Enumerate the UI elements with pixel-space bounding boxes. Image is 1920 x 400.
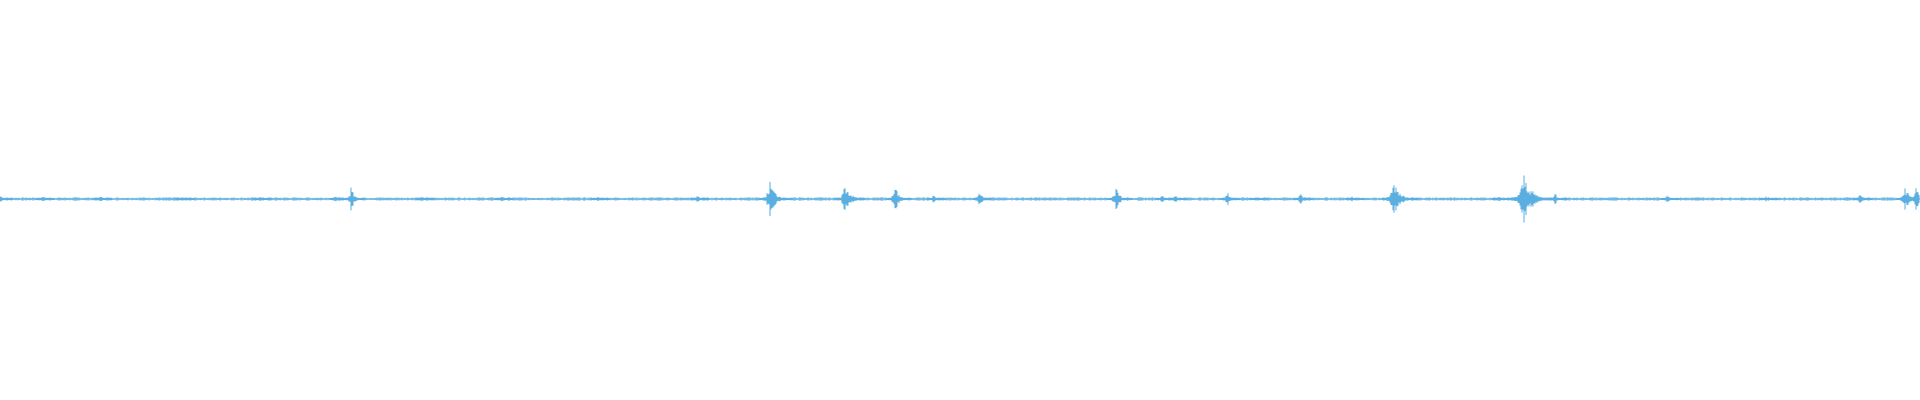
waveform-peak — [1345, 196, 1365, 202]
waveform-peak — [1508, 175, 1555, 223]
waveform-peak — [1381, 185, 1419, 213]
waveform-peak — [926, 195, 946, 203]
waveform-peak — [93, 196, 113, 202]
waveform-peak — [1491, 197, 1511, 201]
waveform-peak — [1660, 195, 1680, 203]
waveform-peak — [415, 197, 435, 201]
waveform-peak — [1249, 197, 1269, 201]
waveform-trace — [0, 175, 1920, 223]
waveform-peak — [343, 187, 366, 211]
waveform-peak — [834, 188, 866, 210]
waveform-peak — [1759, 196, 1779, 202]
waveform-peak — [1548, 194, 1568, 204]
waveform-peak — [590, 197, 610, 201]
waveform-peak — [972, 193, 992, 205]
waveform-peak — [690, 196, 710, 202]
waveform-peak — [1293, 194, 1313, 204]
waveform-peak — [1907, 188, 1920, 210]
waveform-peak — [175, 197, 195, 201]
waveform-peak — [1107, 188, 1133, 210]
waveform-peak — [758, 181, 793, 217]
waveform-peak — [1853, 194, 1873, 204]
waveform-peak — [886, 189, 912, 209]
waveform-peak — [494, 196, 514, 202]
waveform-peak — [1168, 195, 1188, 203]
waveform-peak — [252, 197, 272, 201]
waveform-peak — [0, 196, 13, 202]
waveform-peak — [35, 197, 55, 201]
waveform-peak — [1220, 193, 1240, 205]
